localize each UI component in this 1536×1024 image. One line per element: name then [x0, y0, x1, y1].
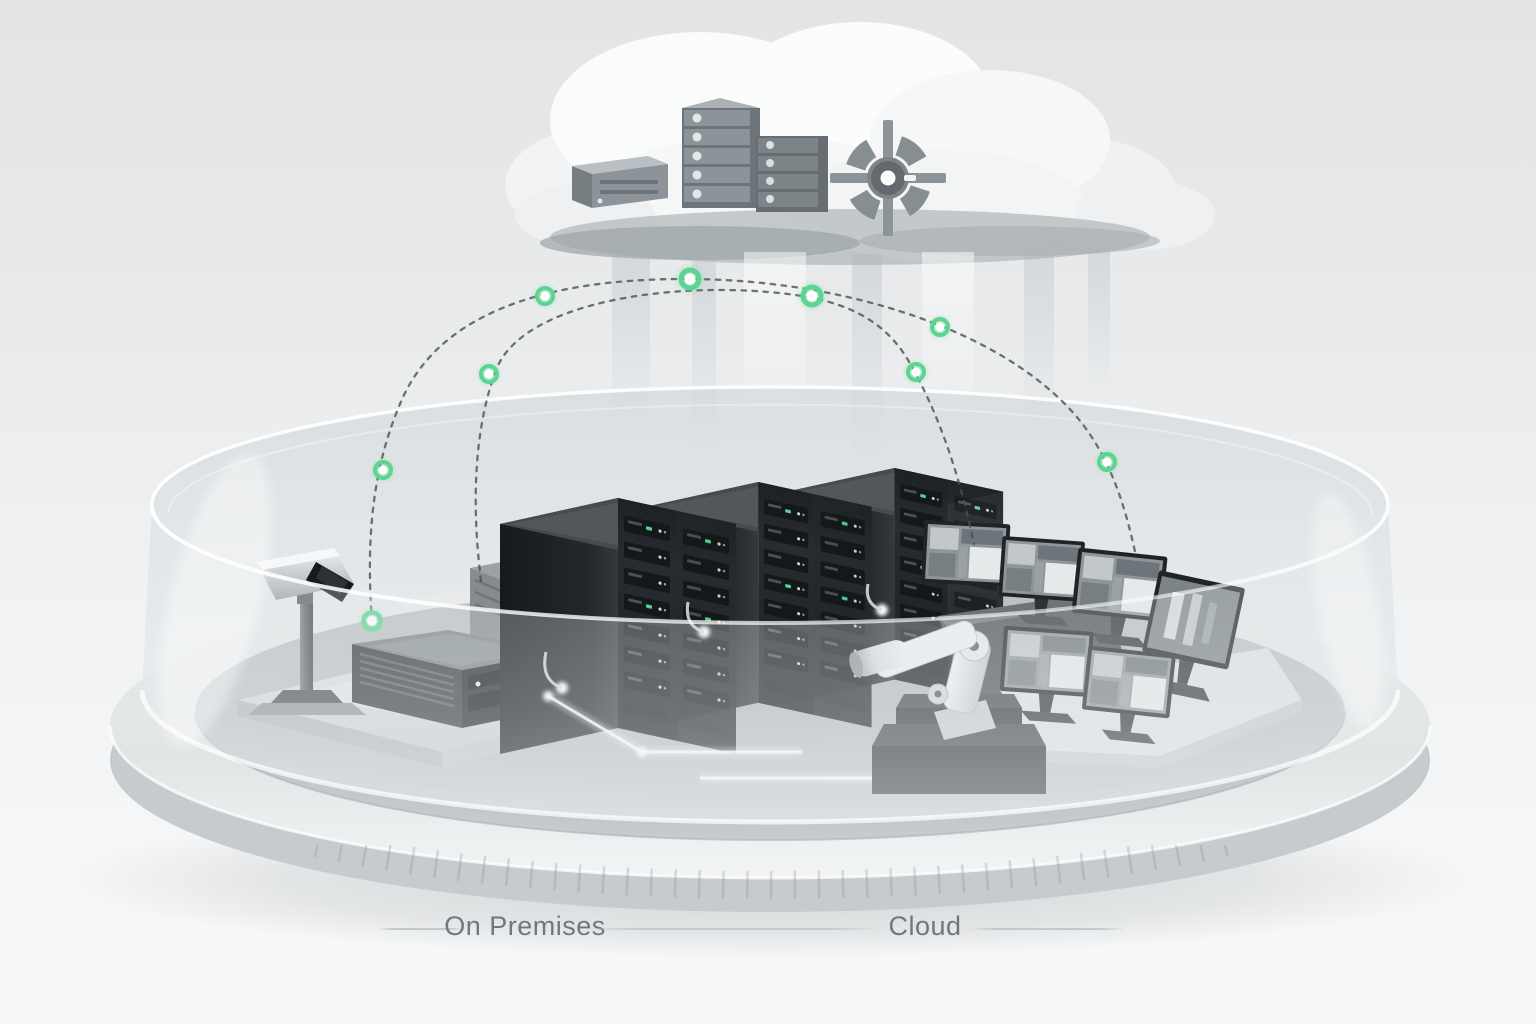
divider-line-middle — [585, 928, 881, 930]
connection-node — [369, 456, 397, 484]
glass-highlight-right — [1311, 491, 1385, 729]
cloud-group — [505, 22, 1215, 464]
connection-node — [902, 358, 930, 386]
on-premises-label: On Premises — [444, 911, 606, 941]
connection-node — [795, 279, 829, 313]
cloud-storage-unit — [572, 156, 668, 208]
connection-node — [1093, 448, 1121, 476]
connection-arc-outer — [368, 277, 1138, 624]
platform-seam-ticks — [300, 845, 1240, 899]
cloud-server-stack-short — [756, 136, 828, 212]
monitor — [921, 519, 1011, 588]
cloud-label: Cloud — [888, 911, 962, 941]
dome-back-rim — [150, 385, 1390, 506]
divider-line-right — [969, 928, 1126, 930]
connection-node — [673, 262, 707, 296]
dome-bottom-rim — [139, 689, 1401, 825]
glass-dome-front — [139, 454, 1401, 825]
connection-node — [475, 360, 503, 388]
connection-node — [531, 282, 559, 310]
connection-arcs — [356, 262, 1138, 637]
cloud-icon — [505, 22, 1215, 265]
glass-highlight-left — [158, 454, 272, 746]
platform-front-rim — [108, 725, 1432, 880]
cloud-server-stack-tall — [682, 98, 760, 208]
divider-line-left — [378, 928, 466, 930]
connection-node — [926, 313, 954, 341]
connection-arc-inner — [474, 288, 976, 583]
